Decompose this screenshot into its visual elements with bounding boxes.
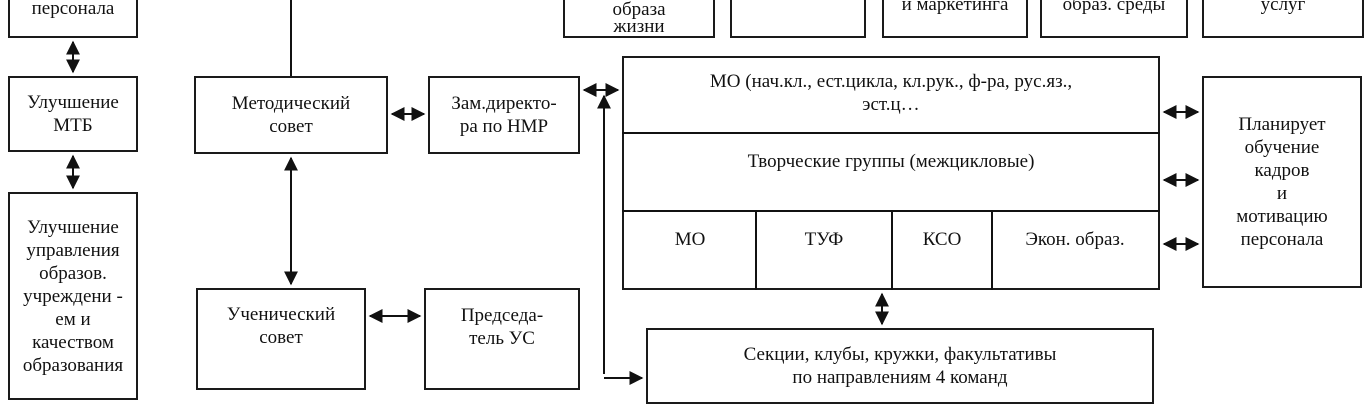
top-box-lifestyle: образа жизни	[563, 0, 715, 38]
box-deputy-director: Зам.директо- ра по НМР	[428, 76, 580, 154]
mo-header: МО (нач.кл., ест.цикла, кл.рук., ф-ра, р…	[709, 71, 1073, 115]
top-box-services-text: услуг	[1260, 0, 1306, 15]
box-method-council: Методический совет	[194, 76, 388, 154]
top-box-empty	[730, 0, 866, 38]
box-management-improvement: Улучшение управления образов. учреждени …	[8, 192, 138, 400]
box-management-improvement-text: Улучшение управления образов. учреждени …	[22, 216, 124, 376]
mo-cell-kso: КСО	[922, 229, 962, 250]
box-mtb-improvement-text: Улучшение МТБ	[27, 92, 119, 136]
box-planning-text: Планирует обучение кадров и мотивацию пе…	[1236, 114, 1328, 250]
top-box-personnel: персонала	[8, 0, 138, 38]
box-sections: Секции, клубы, кружки, факультативы по н…	[646, 328, 1154, 404]
box-student-council-text: Ученический совет	[226, 304, 336, 348]
box-mtb-improvement: Улучшение МТБ	[8, 76, 138, 152]
box-deputy-director-text: Зам.директо- ра по НМР	[451, 93, 557, 137]
mo-cell-econ: Экон. образ.	[1025, 229, 1125, 250]
creative-groups: Творческие группы (межцикловые)	[747, 151, 1035, 172]
top-box-lifestyle-text: образа жизни	[612, 0, 666, 37]
mo-cell-mo: МО	[674, 229, 706, 250]
box-sections-text: Секции, клубы, кружки, факультативы по н…	[743, 344, 1057, 388]
box-chairman: Председа- тель УС	[424, 288, 580, 390]
top-box-marketing-text: и маркетинга	[901, 0, 1009, 15]
top-box-environment: образ. среды	[1040, 0, 1188, 38]
top-box-personnel-text: персонала	[31, 0, 115, 19]
box-method-council-text: Методический совет	[231, 93, 351, 137]
box-planning: Планирует обучение кадров и мотивацию пе…	[1202, 76, 1362, 288]
box-student-council: Ученический совет	[196, 288, 366, 390]
box-chairman-text: Председа- тель УС	[460, 305, 544, 349]
top-box-services: услуг	[1202, 0, 1364, 38]
mo-cell-tuf: ТУФ	[804, 229, 844, 250]
top-box-environment-text: образ. среды	[1062, 0, 1166, 15]
top-box-marketing: и маркетинга	[882, 0, 1028, 38]
